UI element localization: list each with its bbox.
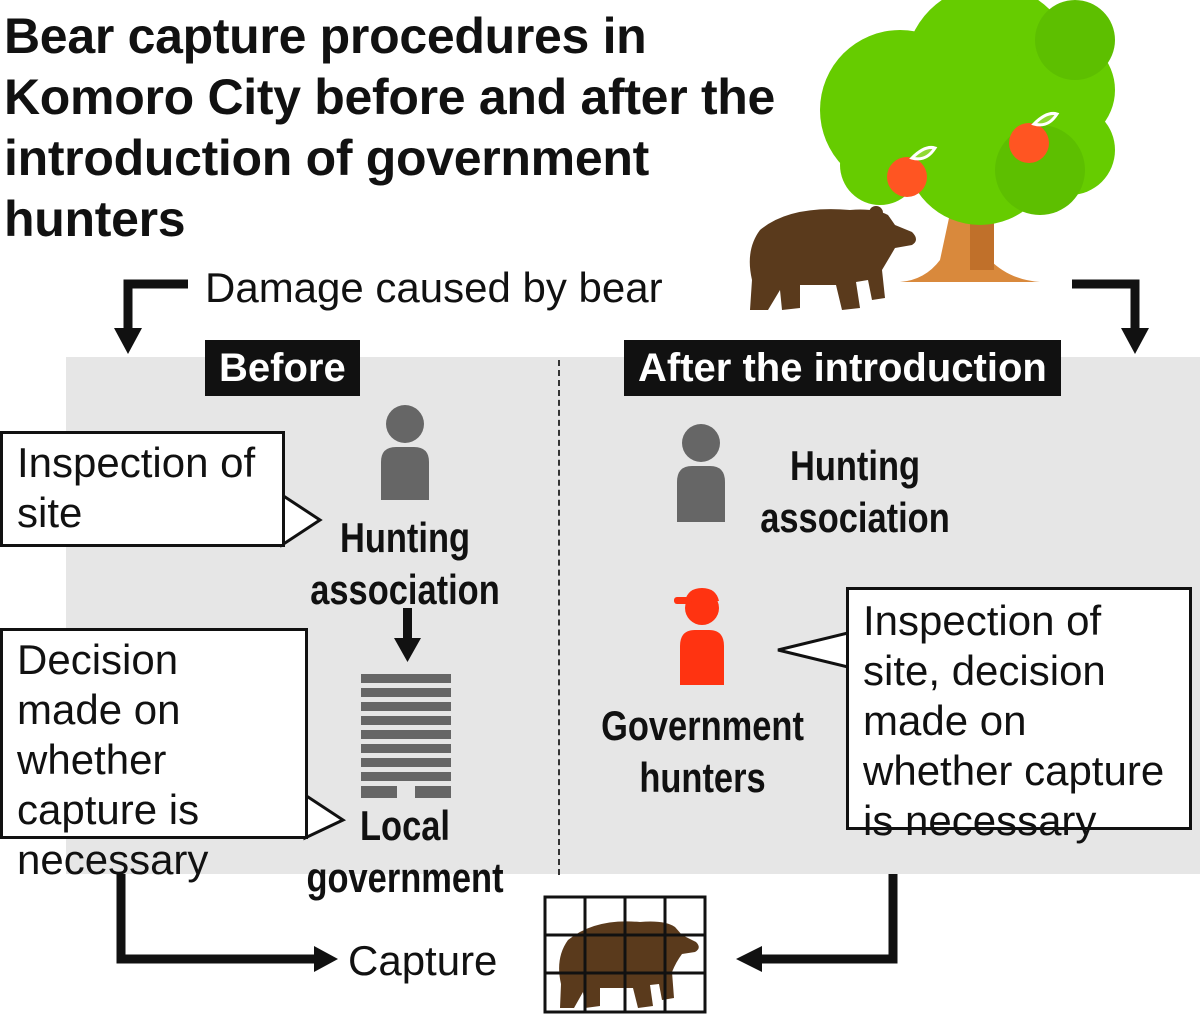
caged-bear-icon — [543, 895, 707, 1014]
arrow-before-to-capture — [116, 874, 338, 972]
apple-icon — [887, 146, 938, 197]
panel-divider — [558, 360, 560, 875]
apple-icon — [1009, 112, 1060, 163]
bear-icon — [749, 206, 916, 310]
person-icon — [381, 405, 429, 500]
callout-after-inspection: Inspection of site, decision made on whe… — [846, 587, 1192, 844]
page-title: Bear capture procedures in Komoro City b… — [4, 8, 776, 247]
hunter-person-icon — [674, 588, 724, 685]
before-tag: Before — [205, 340, 360, 396]
actor-hunting-association-before: Hunting association — [310, 514, 500, 613]
actor-local-government: Local government — [306, 802, 504, 901]
person-icon — [677, 424, 725, 522]
actor-hunting-association-after: Hunting association — [760, 442, 950, 541]
arrow-down — [394, 608, 421, 662]
actor-government-hunters: Government hunters — [601, 702, 804, 801]
callout-inspection: Inspection of site — [0, 431, 285, 547]
capture-label: Capture — [348, 937, 498, 984]
callout-decision: Decision made on whether capture is nece… — [0, 628, 308, 883]
after-tag: After the introduction — [624, 340, 1061, 396]
damage-label: Damage caused by bear — [205, 264, 663, 311]
arrow-to-before — [114, 279, 188, 354]
arrow-to-after — [1072, 279, 1149, 354]
government-building-icon — [361, 674, 451, 798]
arrow-after-to-capture — [736, 874, 898, 972]
